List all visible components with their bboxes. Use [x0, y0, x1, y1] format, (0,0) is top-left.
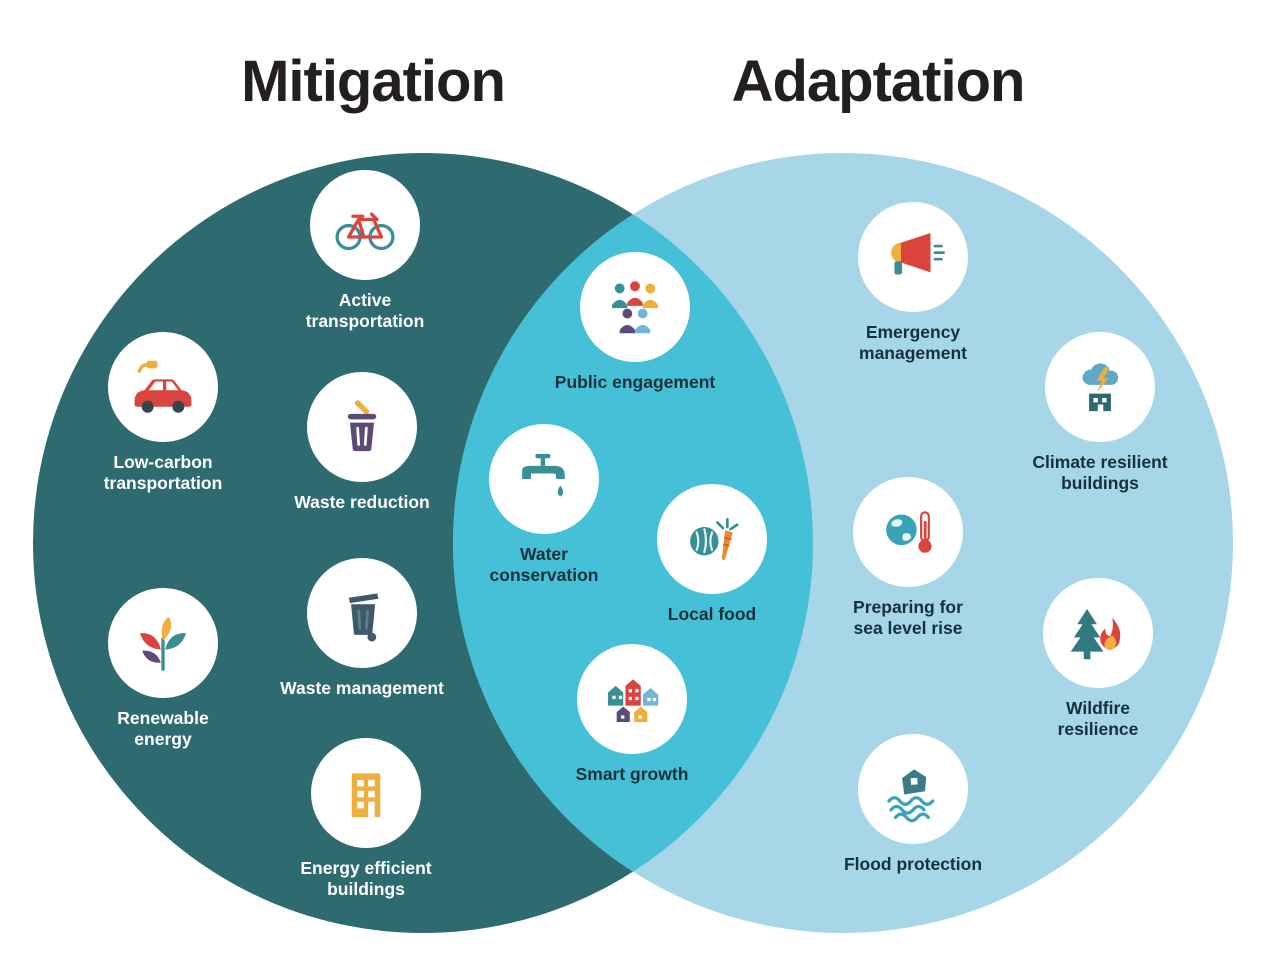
- item-label: Wildfire resilience: [1057, 698, 1139, 739]
- item-label: Preparing for sea level rise: [853, 597, 963, 638]
- item-smart-growth: Smart growth: [512, 644, 752, 785]
- plant-leaves-icon: [140, 616, 186, 671]
- item-active-transportation: Active transportation: [245, 170, 485, 332]
- vegetables-icon: [690, 517, 739, 561]
- item-label: Emergency management: [859, 322, 967, 363]
- icon-circle: [108, 332, 218, 442]
- item-climate-resilient-buildings: Climate resilient buildings: [980, 332, 1220, 494]
- item-public-engagement: Public engagement: [515, 252, 755, 393]
- building-icon: [351, 773, 381, 818]
- item-low-carbon-transportation: Low-carbon transportation: [43, 332, 283, 494]
- item-label: Waste reduction: [294, 492, 430, 512]
- houses-icon: [607, 679, 659, 722]
- item-label: Renewable energy: [117, 708, 209, 749]
- tree-fire-icon: [1070, 608, 1121, 660]
- mitigation-title: Mitigation: [241, 49, 506, 114]
- people-group-icon: [612, 281, 658, 334]
- electric-car-icon: [134, 360, 192, 413]
- item-label: Smart growth: [575, 764, 689, 784]
- storm-building-icon: [1082, 363, 1119, 412]
- faucet-drop-icon: [522, 453, 565, 497]
- icon-circle: [577, 644, 687, 754]
- icon-circle: [489, 424, 599, 534]
- item-wildfire-resilience: Wildfire resilience: [978, 578, 1218, 740]
- adaptation-title: Adaptation: [731, 49, 1026, 114]
- icon-circle: [108, 588, 218, 698]
- waste-bin-icon: [348, 593, 379, 642]
- flood-house-icon: [887, 769, 935, 823]
- globe-thermometer-icon: [886, 511, 932, 553]
- icon-circle: [311, 738, 421, 848]
- item-label: Water conservation: [489, 544, 599, 585]
- bicycle-icon: [335, 212, 395, 251]
- item-label: Active transportation: [305, 290, 425, 331]
- item-water-conservation: Water conservation: [424, 424, 664, 586]
- icon-circle: [307, 558, 417, 668]
- trash-can-icon: [347, 400, 377, 452]
- item-waste-management: Waste management: [242, 558, 482, 699]
- megaphone-icon: [891, 232, 945, 275]
- item-label: Energy efficient buildings: [300, 858, 432, 899]
- item-label: Waste management: [280, 678, 444, 698]
- icon-circle: [858, 202, 968, 312]
- icon-circle: [310, 170, 420, 280]
- item-preparing-for-sea-level-rise: Preparing for sea level rise: [788, 477, 1028, 639]
- icon-circle: [1043, 578, 1153, 688]
- item-label: Climate resilient buildings: [1032, 452, 1168, 493]
- item-label: Public engagement: [554, 372, 716, 392]
- item-label: Local food: [667, 604, 757, 624]
- item-emergency-management: Emergency management: [793, 202, 1033, 364]
- item-label: Flood protection: [843, 854, 983, 874]
- item-flood-protection: Flood protection: [793, 734, 1033, 875]
- item-renewable-energy: Renewable energy: [43, 588, 283, 750]
- icon-circle: [657, 484, 767, 594]
- item-energy-efficient-buildings: Energy efficient buildings: [246, 738, 486, 900]
- icon-circle: [858, 734, 968, 844]
- icon-circle: [580, 252, 690, 362]
- icon-circle: [1045, 332, 1155, 442]
- item-local-food: Local food: [592, 484, 832, 625]
- icon-circle: [853, 477, 963, 587]
- item-label: Low-carbon transportation: [103, 452, 223, 493]
- item-waste-reduction: Waste reduction: [242, 372, 482, 513]
- icon-circle: [307, 372, 417, 482]
